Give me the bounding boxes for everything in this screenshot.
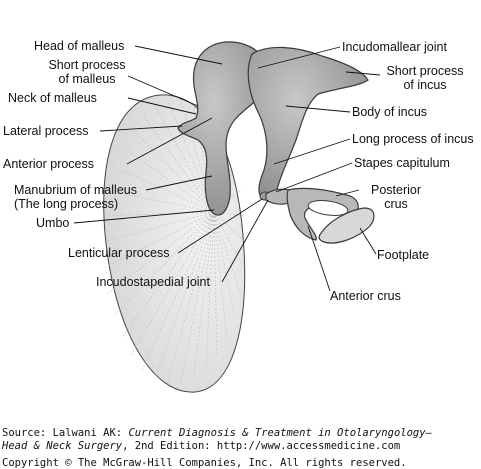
label-incudostapedial-joint: Incudostapedial joint	[96, 275, 210, 289]
membrane-fiber	[154, 104, 215, 213]
label-umbo: Umbo	[36, 216, 70, 230]
membrane-fiber	[141, 114, 215, 213]
leader-neck-malleus	[127, 97, 197, 115]
membrane-fiber	[113, 211, 215, 318]
leader-incudomallear-joint	[257, 46, 341, 69]
label-body-of-incus: Body of incus	[352, 105, 428, 119]
leader-lines	[73, 45, 381, 292]
label-short-process-incus-line1: Short process	[386, 64, 464, 78]
label-manubrium-line2: (The long process)	[14, 197, 119, 211]
membrane-fiber	[103, 211, 215, 269]
leader-anterior-process	[126, 117, 213, 165]
label-short-process-malleus: Short process of malleus	[40, 58, 134, 86]
stapes-arch	[286, 187, 359, 241]
leader-footplate	[359, 227, 377, 255]
leader-manubrium	[145, 175, 213, 191]
label-posterior-crus: Posterior crus	[360, 183, 432, 211]
membrane-fiber	[213, 211, 245, 269]
leader-lenticular-process	[177, 198, 263, 254]
leader-posterior-crus	[335, 189, 360, 197]
membrane-fiber	[213, 211, 235, 318]
membrane-fiber	[180, 211, 215, 384]
source-prefix: Source: Lalwani AK:	[2, 427, 129, 439]
membrane-fiber	[141, 211, 215, 370]
copyright-line: Copyright © The McGraw-Hill Companies, I…	[2, 457, 407, 469]
label-manubrium-of-malleus: Manubrium of malleus (The long process)	[14, 183, 137, 211]
membrane-fiber	[121, 145, 215, 213]
membrane-fiber	[102, 211, 215, 243]
label-footplate: Footplate	[377, 248, 430, 262]
label-short-process-incus: Short process of incus	[380, 64, 470, 92]
label-manubrium-line1: Manubrium of malleus	[14, 183, 137, 197]
leader-umbo	[73, 209, 215, 224]
label-anterior-process: Anterior process	[3, 157, 95, 171]
obturator-foramen	[307, 200, 349, 216]
incus-bone	[247, 46, 369, 200]
label-incudomallear-joint: Incudomallear joint	[342, 40, 447, 54]
leader-head-malleus	[134, 45, 223, 65]
source-suffix: , 2nd Edition: http://www.accessmedicine…	[122, 440, 401, 452]
label-anterior-crus: Anterior crus	[330, 289, 401, 303]
membrane-fiber	[154, 211, 215, 380]
label-posterior-crus-line1: Posterior	[370, 183, 422, 197]
source-line-1: Source: Lalwani AK: Current Diagnosis & …	[2, 427, 432, 439]
label-long-process-of-incus: Long process of incus	[352, 132, 474, 146]
label-posterior-crus-line2: crus	[384, 197, 408, 211]
membrane-fiber	[213, 211, 227, 339]
stapes-footplate	[318, 207, 375, 244]
leader-lateral-process	[99, 125, 183, 132]
membrane-fiber	[213, 211, 246, 243]
label-lenticular-process: Lenticular process	[68, 246, 170, 260]
source-line-2: Head & Neck Surgery, 2nd Edition: http:/…	[2, 440, 400, 452]
membrane-fiber	[167, 211, 215, 384]
leader-long-process-incus	[273, 138, 351, 165]
membrane-fiber	[180, 100, 215, 213]
label-short-process-malleus-line1: Short process	[48, 58, 126, 72]
source-title-line2: Head & Neck Surgery	[2, 440, 123, 452]
label-short-process-incus-line2: of incus	[403, 78, 447, 92]
label-stapes-capitulum: Stapes capitulum	[354, 156, 450, 170]
label-neck-of-malleus: Neck of malleus	[8, 91, 97, 105]
leader-incudostapedial-joint	[221, 199, 269, 283]
leader-short-process-malleus	[127, 75, 199, 107]
label-head-of-malleus: Head of malleus	[34, 39, 125, 53]
leader-short-process-incus	[345, 71, 381, 76]
leader-body-incus	[285, 105, 351, 113]
membrane-fiber	[193, 211, 215, 380]
label-lateral-process: Lateral process	[3, 124, 89, 138]
leader-anterior-crus	[307, 225, 331, 292]
source-title-line1: Current Diagnosis & Treatment in Otolary…	[128, 427, 432, 439]
label-short-process-malleus-line2: of malleus	[58, 72, 116, 86]
leader-stapes-capitulum	[275, 162, 353, 193]
